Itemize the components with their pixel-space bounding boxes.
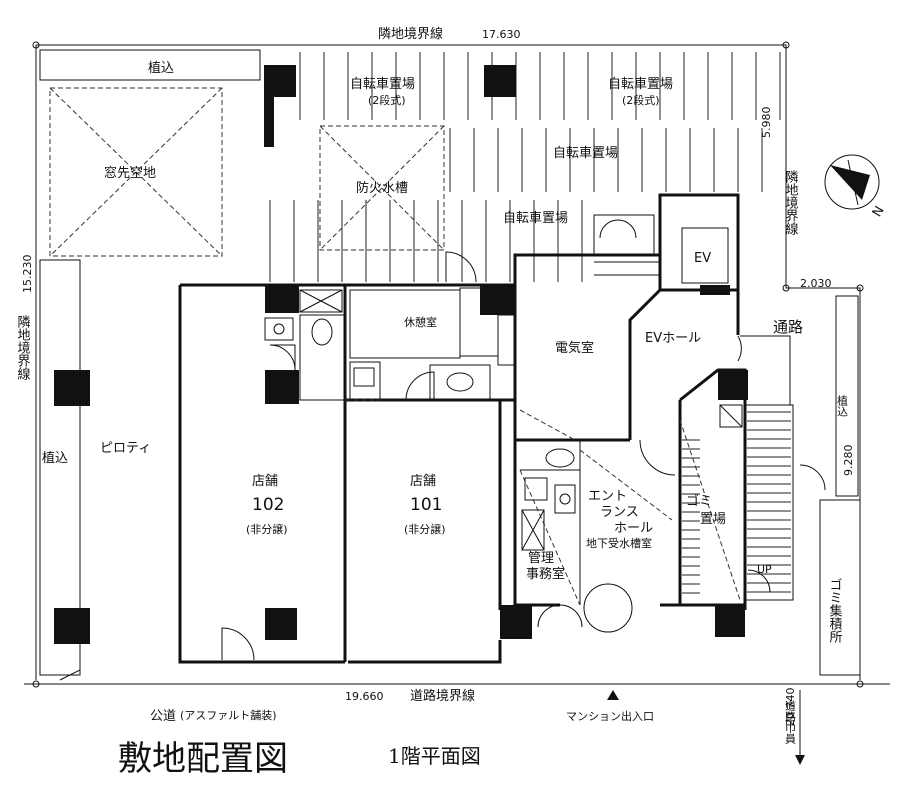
electric-room-label: 電気室	[555, 340, 594, 356]
right-boundary-label: 隣地境界線	[783, 169, 799, 235]
bicycle-parking-4-label: 自転車置場	[503, 211, 568, 226]
top-dimension: 17.630	[482, 28, 521, 41]
window-open-space-area	[49, 87, 223, 257]
planting-left-label: 植込	[42, 451, 68, 466]
rest-room-label: 休憩室	[404, 315, 437, 329]
bicycle-parking-2-sub: (2段式)	[622, 93, 660, 107]
doors	[221, 219, 826, 661]
planting-right-label: 植込	[836, 394, 849, 417]
north-label: N	[870, 204, 888, 220]
shop-102-number: 102	[252, 495, 284, 515]
bottom-dimension: 19.660	[345, 690, 384, 703]
shop-101-note: (非分譲)	[404, 522, 446, 536]
office-label-2: 事務室	[526, 566, 565, 582]
dashed-guides	[345, 399, 741, 606]
ev-hall-label: EVホール	[645, 331, 701, 346]
bicycle-parking-3-label: 自転車置場	[553, 146, 618, 161]
bicycle-parking-1-sub: (2段式)	[368, 93, 406, 107]
road-width-dimension: 20.740	[784, 688, 797, 727]
entrance-hall-label-2: ランス	[600, 505, 639, 520]
fire-water-tank-area	[319, 125, 445, 251]
planting-top-label: 植込	[148, 61, 174, 76]
shop-101-number: 101	[410, 495, 442, 515]
plan-subtitle: 1階平面図	[388, 744, 481, 768]
piloti-label: ピロティ	[100, 441, 151, 456]
public-road-label: 公道	[150, 709, 176, 724]
mansion-entrance-label: マンション出入口	[566, 709, 654, 723]
underground-tank-label: 地下受水槽室	[586, 536, 652, 550]
asphalt-label: (アスファルト舗装)	[180, 708, 277, 722]
entrance-hall-label-1: エント	[588, 489, 627, 504]
ev-label: EV	[694, 251, 711, 266]
shop-102-label: 店舗	[252, 474, 278, 489]
planting-strips	[39, 49, 861, 681]
right-dimension: 9.280	[842, 445, 855, 477]
window-open-space-label: 窓先空地	[104, 165, 156, 181]
stairs	[682, 411, 791, 594]
entrance-arrow-icon	[607, 690, 619, 700]
bicycle-parking-1-label: 自転車置場	[350, 77, 415, 92]
office-label-1: 管理	[528, 551, 554, 566]
garbage-label-1: ゴミ	[686, 493, 712, 509]
columns	[54, 65, 748, 644]
left-dimension: 15.230	[21, 255, 34, 294]
entrance-hall-label-3: ホール	[614, 521, 653, 536]
left-boundary-label: 隣地境界線	[15, 314, 31, 380]
road-boundary-label: 道路境界線	[410, 688, 475, 704]
top-boundary-label: 隣地境界線	[378, 26, 443, 42]
passage-label: 通路	[773, 318, 803, 336]
garbage-label-2: 置場	[700, 512, 726, 527]
mid-right-dimension: 2.030	[800, 277, 832, 290]
fire-water-tank-label: 防火水槽	[356, 180, 408, 196]
fixtures	[264, 289, 743, 551]
north-compass	[824, 154, 880, 210]
site-boundary	[24, 41, 890, 688]
bicycle-parking-area	[269, 52, 781, 282]
shop-102-note: (非分譲)	[246, 522, 288, 536]
shop-101-label: 店舗	[410, 474, 436, 489]
right-top-dimension: 5.980	[760, 107, 773, 139]
bicycle-parking-2-label: 自転車置場	[608, 77, 673, 92]
road-arrow-icon	[795, 755, 805, 765]
plan-title: 敷地配置図	[118, 739, 288, 779]
road-width-label: 道路巾員	[784, 699, 797, 745]
up-label: UP	[757, 563, 772, 576]
garbage-collection-label: ゴミ集積所	[827, 578, 843, 643]
